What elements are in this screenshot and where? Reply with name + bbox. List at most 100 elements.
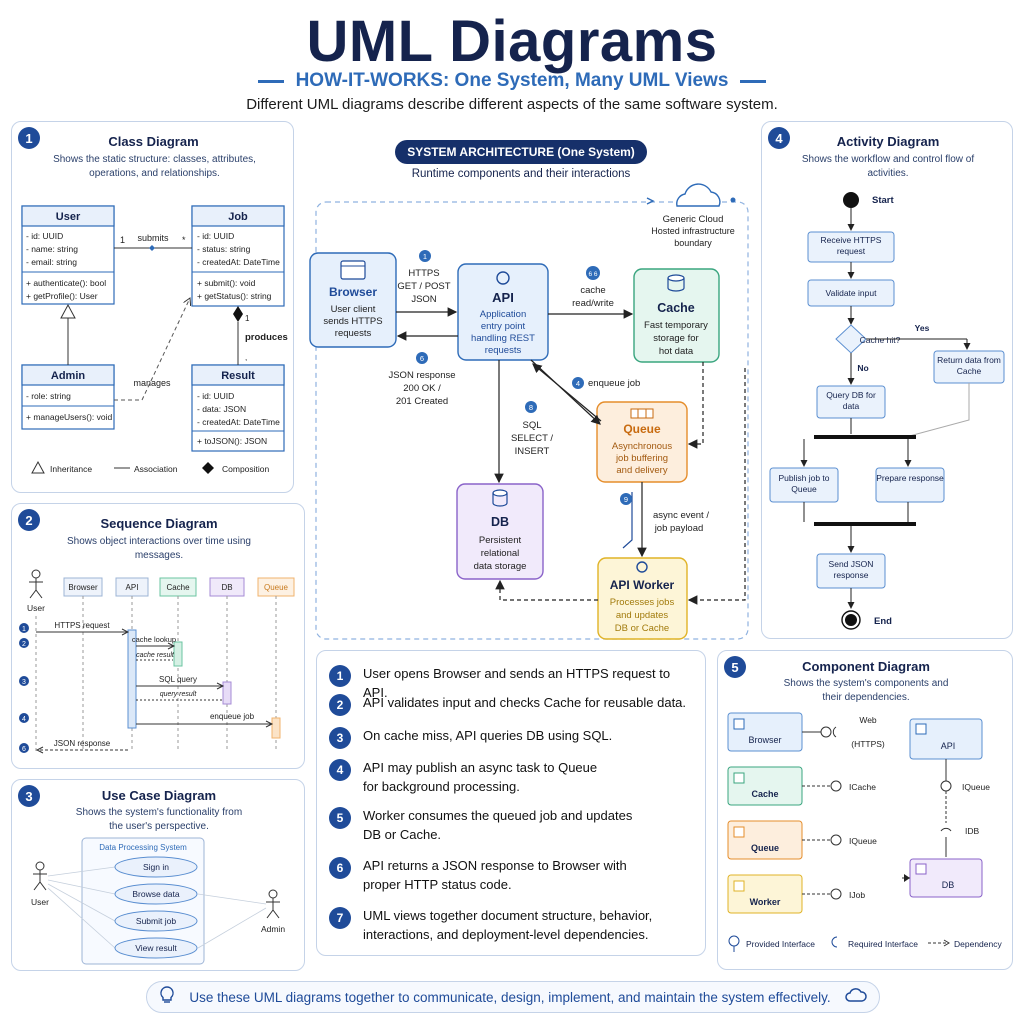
prod-mult-top: 1 [245,314,250,323]
step-item: 1 User opens Browser and sends an HTTPS … [329,665,693,703]
activity-diagram-desc: Shows the workflow and control flow of a… [801,154,975,179]
msg-enqueue-job: enqueue job [210,712,255,721]
component-db: DB [902,858,983,898]
arch-step-marker: 8 [529,403,533,412]
association-submits: submits 1 * [114,233,192,251]
class-result-name: Result [221,370,255,382]
lifeline-queue-label: Queue [264,583,289,592]
provided-interface-icon [820,726,832,738]
mult-left: 1 [120,235,125,245]
class-user-op: + getProfile(): User [26,291,98,301]
component-api-label: API [941,741,956,751]
queue-desc: and delivery [616,465,667,476]
class-diagram-canvas: User - id: UUID - name: string - email: … [21,205,288,474]
api-desc: Application [480,309,526,320]
edge-label-json: JSON response [388,370,455,381]
use-case-links [47,866,267,949]
edge-label-https: GET / POST [397,281,450,292]
component-diagram-panel: 5 Component Diagram Shows the system's c… [717,650,1013,970]
step-item: 7 UML views together document structure,… [329,907,663,945]
cache-desc: Fast temporary [644,320,708,331]
step-text: API validates input and checks Cache for… [363,695,687,710]
lifeline-api-label: API [126,583,139,592]
edge-label-enqueue: enqueue job [588,378,640,389]
step-text: On cache miss, API queries DB using SQL. [363,728,613,743]
db-name: DB [491,515,509,529]
step-number: 5 [329,807,351,829]
architecture-canvas: Generic Cloud Hosted infrastructure boun… [309,183,749,640]
iface-web-proto: (HTTPS) [851,739,885,749]
architecture-area: SYSTEM ARCHITECTURE (One System) Runtime… [303,128,759,644]
browser-desc: sends HTTPS [323,316,382,327]
activity-prepare-label: Prepare response [876,473,944,483]
activity-decision-label: Cache hit? [860,335,901,345]
class-user: User - id: UUID - name: string - email: … [21,205,115,305]
db-desc: data storage [474,561,527,572]
provided-interface-icon [830,888,842,900]
seq-step-marker: 2 [22,641,26,648]
cloud-desc: boundary [674,238,712,248]
class-legend: Inheritance Association Composition [31,460,270,474]
class-user-op: + authenticate(): bool [26,278,106,288]
step-number: 2 [329,694,351,716]
queue-icon [630,408,654,419]
component-worker-label: Worker [750,897,781,907]
step-number: 7 [329,907,351,929]
msg-json-response: JSON response [54,739,111,748]
arch-step-marker: 6 6 [588,271,597,278]
cache-desc: storage for [653,333,698,344]
use-case-label: Sign in [143,862,169,872]
activity-start-label: Start [872,195,894,206]
inheritance-admin-user [60,303,76,365]
queue-desc: Asynchronous [612,441,672,452]
sequence-messages: HTTPS request cache lookup cache result … [35,621,274,754]
api-name: API [492,290,514,305]
step-item: 5 Worker consumes the queued job and upd… [329,807,638,845]
produces-label: produces [245,332,288,343]
legend-dependency: Dependency [954,939,1002,949]
class-user-attr: - id: UUID [26,231,63,241]
actor-user-label: User [27,603,45,613]
step-text: API may publish an async task to Queue f… [363,760,598,794]
msg-https-request: HTTPS request [54,621,110,630]
browser-name: Browser [329,285,377,299]
use-case-view-result: View result [114,937,198,959]
prod-mult-bottom: , [245,353,247,362]
iface-cache: ICache [849,782,876,792]
seq-step-marker: 3 [22,679,26,686]
activity-validate: Validate input [807,279,895,307]
activity-start-node [843,192,859,208]
use-case-actor-user: User [31,861,49,907]
component-canvas: Browser Web (HTTPS) Cache ICache Queue I… [727,712,1002,952]
component-cache: Cache ICache [727,766,876,806]
use-case-submit-job: Submit job [114,910,198,932]
use-case-label: View result [135,943,177,953]
dependency-manages: manages [114,298,190,401]
lifeline-api: API [115,577,149,752]
composition-icon [202,462,214,474]
activity-query-db: Query DB for data [816,385,886,419]
use-case-label: Submit job [136,916,176,926]
arch-step-marker: 1 [423,252,427,261]
class-diagram-panel: 1 Class Diagram Shows the static structu… [11,121,294,493]
legend-inheritance: Inheritance [50,464,92,474]
component-browser-label: Browser [748,735,781,745]
cloud-label: Generic Cloud [663,214,724,225]
component-icon [733,772,745,784]
use-case-admin-label: Admin [261,924,285,934]
iface-queue: IQueue [849,836,877,846]
msg-cache-lookup: cache lookup [132,635,176,644]
component-icon [915,863,927,875]
class-job-attr: - id: UUID [197,231,234,241]
component-browser: Browser Web (HTTPS) [727,712,885,752]
class-job: Job - id: UUID - status: string - create… [191,205,285,307]
edge-label-https: JSON [411,294,436,305]
component-diagram-desc: Shows the system's components and their … [783,678,949,703]
activity-receive-label: Receive HTTPS request [820,235,882,257]
sequence-diagram-panel: 2 Sequence Diagram Shows object interact… [11,503,305,769]
activity-publish: Publish job to Queue [769,467,839,503]
step-text: User opens Browser and sends an HTTPS re… [363,666,671,700]
api-desc: entry point [481,321,526,332]
use-case-sign-in: Sign in [114,856,198,878]
node-cache: Cache Fast temporary storage for hot dat… [633,268,720,363]
